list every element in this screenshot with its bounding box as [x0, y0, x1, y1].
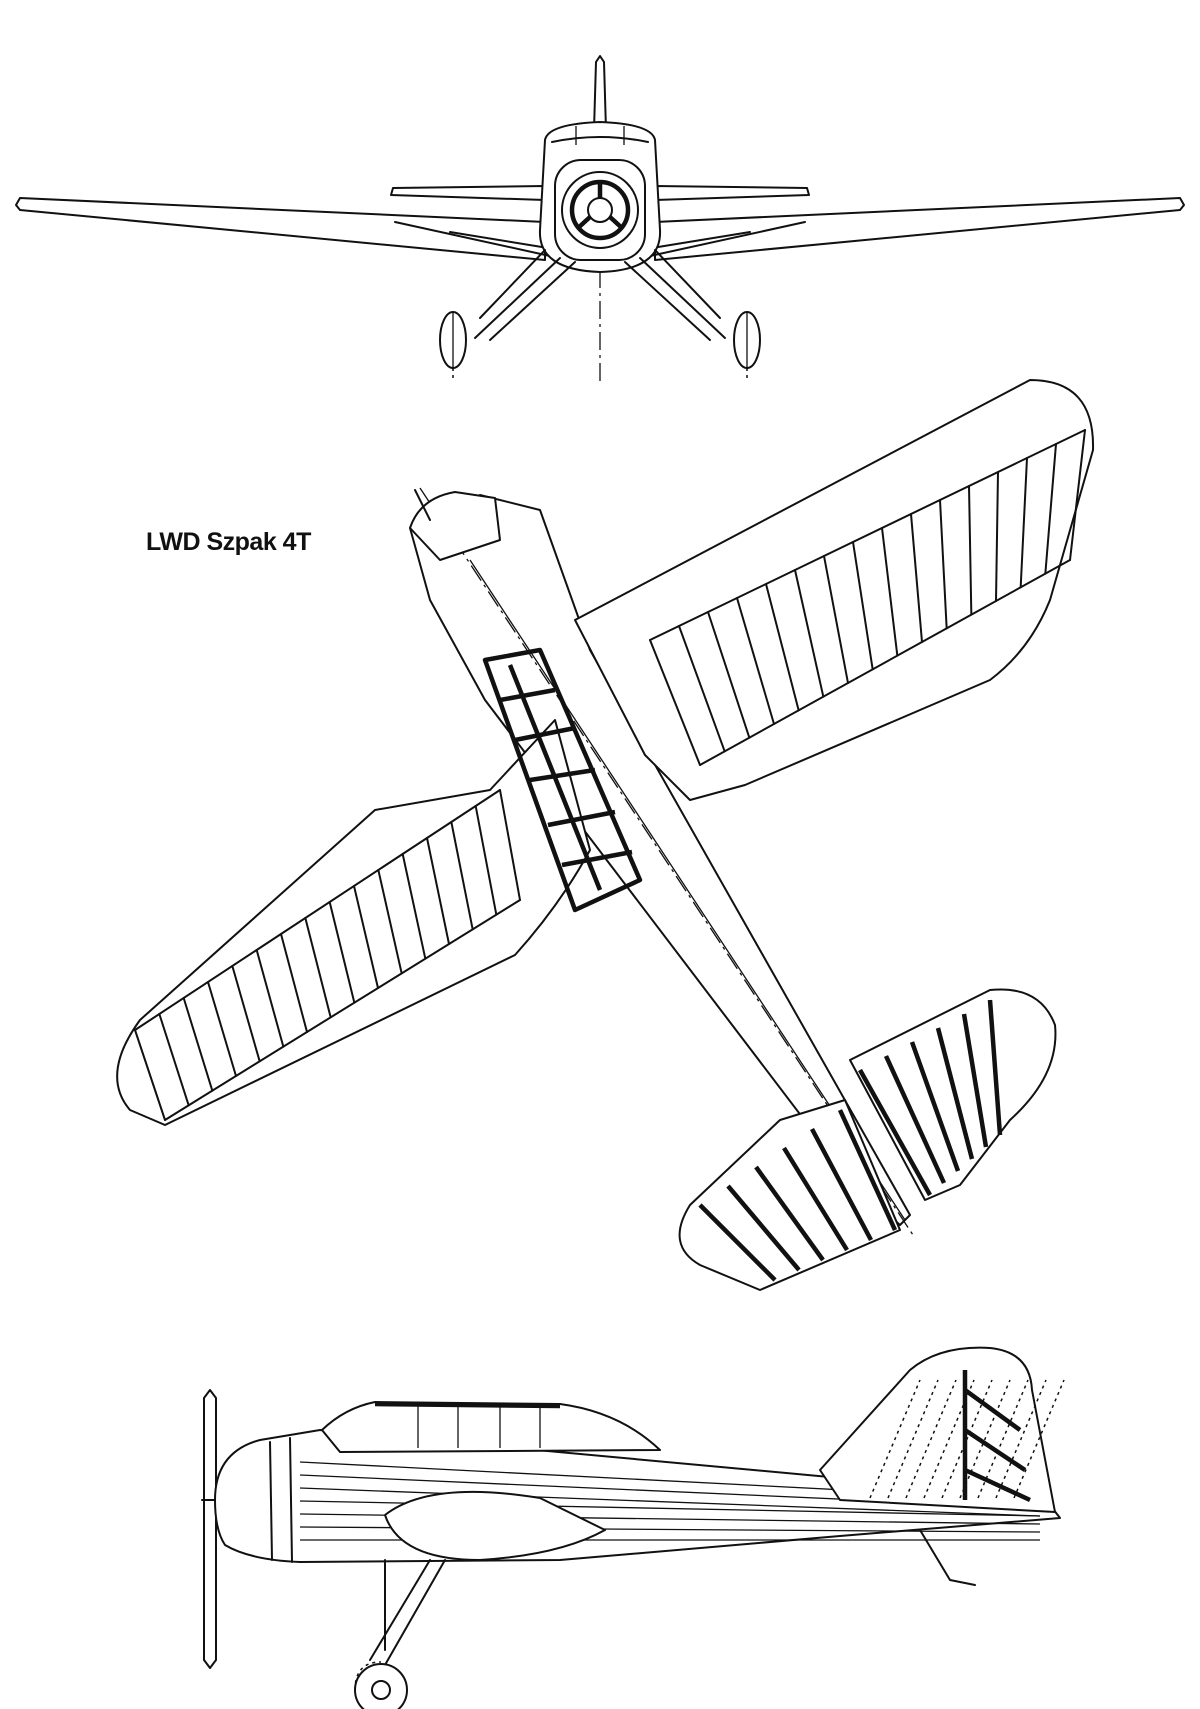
structure-line — [328, 901, 356, 1004]
structure-line — [726, 1184, 801, 1272]
structure-line — [852, 541, 874, 671]
structure-line — [304, 917, 332, 1019]
structure-line — [450, 821, 474, 931]
drawing-title: LWD Szpak 4T — [146, 528, 311, 556]
structure-line — [995, 1379, 1047, 1499]
structure-line — [837, 1109, 898, 1231]
structure-line — [1019, 457, 1028, 589]
structure-line — [939, 499, 948, 630]
top-view — [116, 379, 1095, 1291]
structure-line — [995, 471, 999, 602]
structure-line — [499, 789, 521, 901]
structure-line — [961, 1013, 989, 1148]
structure-line — [707, 611, 751, 739]
structure-line — [987, 999, 1003, 1136]
structure-line — [182, 997, 214, 1092]
structure-line — [231, 965, 261, 1063]
structure-line — [935, 1027, 975, 1160]
structure-line — [883, 1055, 947, 1184]
structure-line — [1044, 443, 1057, 575]
structure-line — [765, 583, 800, 712]
structure-line — [299, 1487, 1041, 1517]
structure-line — [754, 1165, 825, 1262]
structure-line — [698, 1203, 777, 1282]
structure-line — [909, 1041, 961, 1172]
structure-line — [782, 1146, 849, 1252]
structure-line — [910, 513, 923, 643]
structure-line — [678, 625, 726, 753]
structure-line — [353, 885, 379, 989]
structure-line — [810, 1127, 873, 1242]
structure-line — [426, 837, 450, 945]
structure-line — [158, 1013, 190, 1107]
structure-line — [1069, 429, 1086, 561]
structure-line — [255, 949, 285, 1048]
structure-line — [794, 569, 825, 698]
structure-line — [649, 639, 701, 766]
structure-line — [959, 1379, 1011, 1499]
structure-line — [881, 527, 899, 657]
structure-line — [858, 1068, 932, 1197]
structure-line — [968, 485, 973, 616]
structure-line — [280, 933, 308, 1033]
structure-line — [736, 597, 775, 725]
structure-line — [401, 853, 427, 960]
structure-line — [887, 1379, 939, 1499]
structure-line — [134, 1029, 166, 1121]
structure-line — [377, 869, 403, 975]
structure-line — [823, 555, 849, 684]
front-view — [15, 55, 1185, 385]
side-view — [201, 1346, 1065, 1709]
structure-line — [474, 805, 498, 916]
structure-line — [1013, 1379, 1065, 1499]
structure-line — [869, 1379, 921, 1499]
structure-line — [207, 981, 237, 1077]
structure-line — [905, 1379, 957, 1499]
